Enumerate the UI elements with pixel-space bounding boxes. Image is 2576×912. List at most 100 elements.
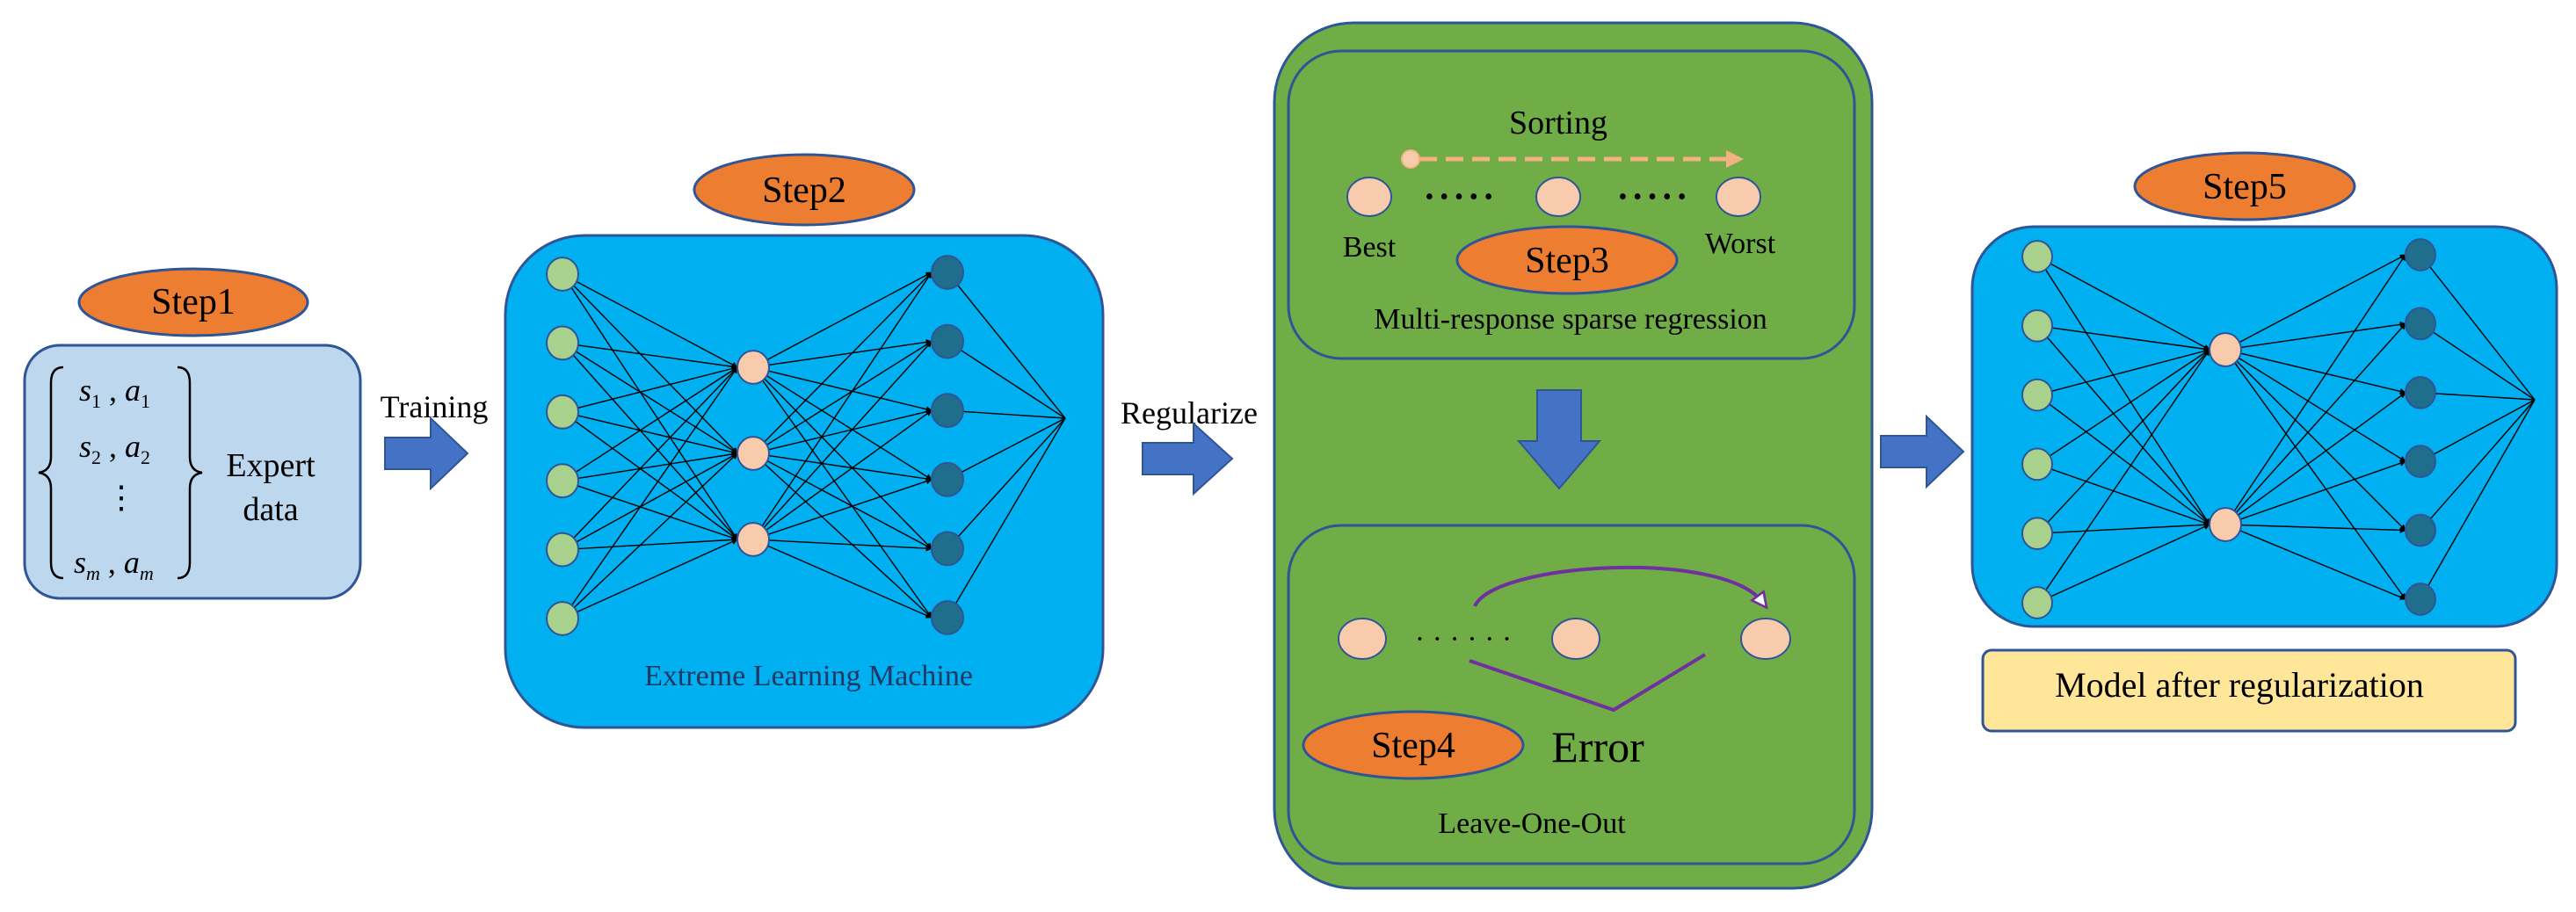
elm-edge xyxy=(562,366,738,413)
elm-input-node xyxy=(546,257,579,292)
regularized-network-icon xyxy=(2021,238,2536,619)
sorting-start-dot xyxy=(1401,149,1420,169)
reg-edge xyxy=(2224,321,2406,351)
elm-edge xyxy=(752,366,932,413)
elm-edge xyxy=(562,411,738,455)
elm-edge xyxy=(752,452,932,619)
reg-hidden-node xyxy=(2209,507,2242,542)
reg-output-edge xyxy=(2420,399,2536,462)
elm-input-node xyxy=(546,394,579,430)
elm-edge xyxy=(752,452,932,550)
result-label: Model after regularization xyxy=(2055,665,2424,705)
mrsr-dots-right: • • • • • xyxy=(1618,184,1686,211)
expert-row-2: s2 , a2 xyxy=(79,429,150,468)
elm-output-node xyxy=(931,461,964,497)
regularize-label: Regularize xyxy=(1121,395,1258,431)
elm-edge xyxy=(752,478,932,540)
reg-output-node xyxy=(2405,238,2436,271)
elm-output-edge xyxy=(947,341,1066,419)
step2-badge xyxy=(693,153,916,227)
elm-edge xyxy=(562,342,738,540)
error-indicator xyxy=(1469,653,1707,713)
reg-input-node xyxy=(2021,378,2053,412)
elm-input-node xyxy=(546,463,579,499)
elm-output-node xyxy=(931,600,964,635)
elm-edge xyxy=(752,539,932,552)
reg-edge xyxy=(2224,524,2406,533)
expert-label-line2: data xyxy=(243,491,298,528)
elm-edge xyxy=(752,271,932,540)
reg-output-node xyxy=(2405,307,2436,341)
step5-arrow-icon xyxy=(1880,414,1965,489)
elm-edge xyxy=(752,271,932,454)
elm-hidden-node xyxy=(737,350,770,385)
training-label: Training xyxy=(381,389,489,424)
reg-edge xyxy=(2036,349,2210,534)
reg-output-node xyxy=(2405,375,2436,409)
loo-arc-arrow-icon xyxy=(1473,565,1762,606)
elm-edge xyxy=(752,366,932,549)
elm-output-edge xyxy=(947,409,1066,419)
loo-node-3 xyxy=(1740,618,1791,660)
elm-edge xyxy=(562,273,738,540)
middle-node xyxy=(1535,177,1581,217)
loo-dots: · · · · · · xyxy=(1415,623,1512,655)
reg-edge xyxy=(2224,349,2406,462)
elm-edge xyxy=(752,452,932,482)
expert-row-m: sm , am xyxy=(74,545,154,584)
loo-node-1 xyxy=(1338,618,1387,660)
reg-edge xyxy=(2036,463,2210,526)
elm-input-node xyxy=(546,325,579,361)
sorting-label: Sorting xyxy=(1509,105,1607,141)
reg-edge xyxy=(2036,349,2210,465)
elm-edge xyxy=(752,409,932,540)
step2-badge-label: Step2 xyxy=(762,170,846,211)
elm-edge xyxy=(752,366,932,619)
reg-output-edge xyxy=(2420,322,2536,401)
reg-edge xyxy=(2036,325,2210,352)
reg-input-node xyxy=(2021,447,2053,481)
elm-edge xyxy=(562,366,738,481)
reg-edge xyxy=(2224,392,2406,525)
neural-network-icon xyxy=(546,255,1066,636)
step5-badge-label: Step5 xyxy=(2202,167,2287,207)
regularize-arrow-icon xyxy=(1142,421,1234,496)
reg-input-node xyxy=(2021,240,2053,273)
reg-output-edge xyxy=(2420,254,2536,401)
reg-edge xyxy=(2224,349,2406,600)
reg-edge xyxy=(2036,325,2210,525)
step4-badge xyxy=(1302,710,1525,780)
step5-group: Step5 Model after regularization xyxy=(1970,151,2558,733)
reg-edge xyxy=(2036,349,2210,604)
mrsr-dots-left: • • • • • xyxy=(1425,184,1492,211)
step1-badge xyxy=(77,267,309,337)
elm-edge xyxy=(752,271,932,368)
elm-output-node xyxy=(931,323,964,359)
elm-edge xyxy=(562,366,738,551)
reg-output-edge xyxy=(2420,399,2536,532)
elm-edge xyxy=(562,480,738,541)
elm-edge xyxy=(752,341,932,540)
elm-edge xyxy=(562,451,738,481)
elm-edge xyxy=(562,536,738,551)
elm-output-node xyxy=(931,531,964,567)
step1-group: Step1 s1 , a1 s2 , a2 ⋮ sm , am Expert d… xyxy=(23,267,362,600)
elm-hidden-node xyxy=(737,436,770,471)
reg-output-node xyxy=(2405,513,2436,547)
elm-edge xyxy=(562,342,738,370)
elm-hidden-node xyxy=(737,522,770,557)
reg-edge xyxy=(2036,256,2210,525)
elm-edge xyxy=(752,539,932,619)
elm-edge xyxy=(562,342,738,454)
expert-row-vdots: ⋮ xyxy=(105,480,137,515)
worst-label: Worst xyxy=(1705,228,1776,260)
best-node xyxy=(1346,177,1392,217)
elm-edge xyxy=(562,273,738,454)
elm-output-edge xyxy=(947,417,1066,481)
reg-edge xyxy=(2036,394,2210,525)
reg-output-edge xyxy=(2420,392,2536,401)
elm-edge xyxy=(562,273,738,368)
worst-node xyxy=(1716,177,1761,217)
loo-node-2 xyxy=(1551,618,1600,660)
best-label: Best xyxy=(1343,231,1397,264)
